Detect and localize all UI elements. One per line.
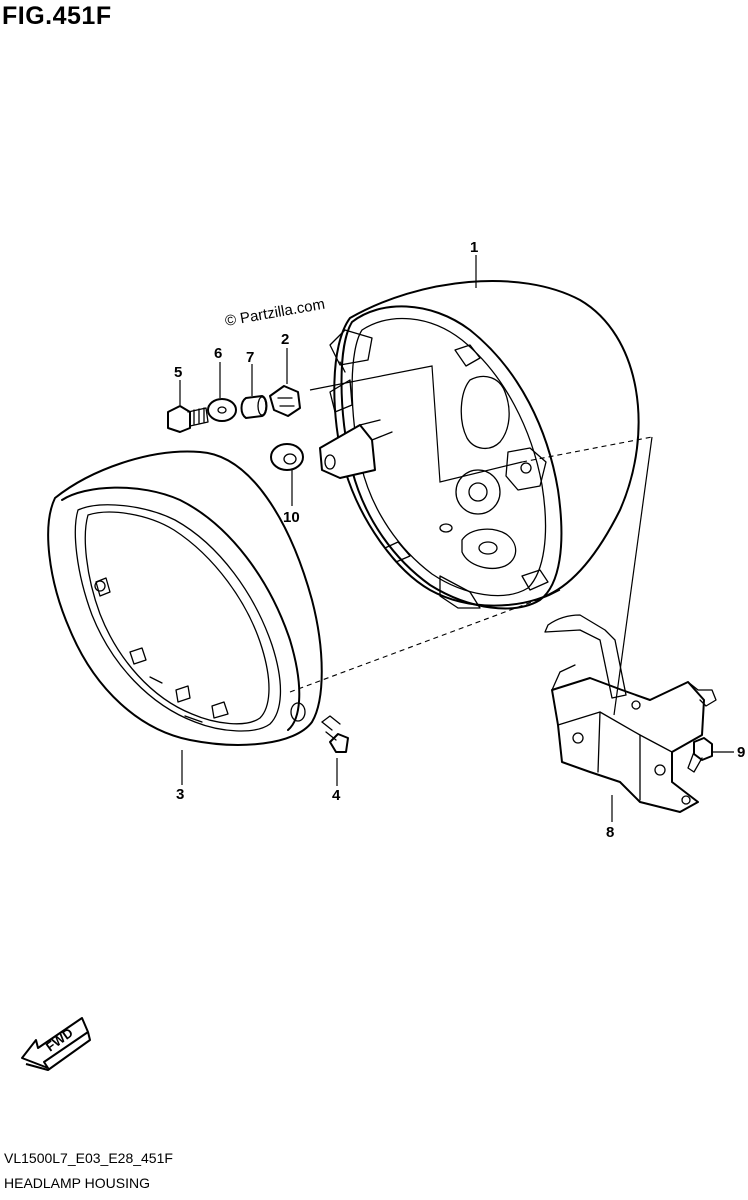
headlamp-rim-part bbox=[47, 450, 323, 746]
section-name: HEADLAMP HOUSING bbox=[4, 1175, 150, 1191]
callout-1: 1 bbox=[470, 239, 478, 256]
callout-4: 4 bbox=[332, 787, 341, 804]
forward-arrow-icon bbox=[21, 1017, 89, 1069]
bolt-9-part bbox=[687, 737, 713, 773]
fwd-badge: FWD bbox=[21, 1017, 91, 1071]
callout-7: 7 bbox=[246, 349, 254, 366]
callout-10: 10 bbox=[283, 509, 300, 526]
callout-3: 3 bbox=[176, 786, 184, 803]
callout-labels: 1 2 3 4 5 6 7 8 9 10 bbox=[174, 239, 745, 841]
collar-7-part bbox=[240, 395, 268, 419]
watermark: © Partzilla.com bbox=[224, 296, 326, 330]
callout-9: 9 bbox=[737, 744, 745, 761]
screw-4-part bbox=[321, 715, 349, 753]
callout-5: 5 bbox=[174, 364, 182, 381]
figure-title: FIG.451F bbox=[2, 2, 112, 30]
nut-2-part bbox=[269, 385, 301, 417]
callout-2: 2 bbox=[281, 331, 289, 348]
assembly-lines bbox=[289, 365, 653, 716]
bracket-part bbox=[544, 614, 717, 813]
callout-leaders bbox=[179, 255, 734, 822]
bolt-5-part bbox=[167, 405, 209, 433]
washer-6-part bbox=[207, 398, 237, 422]
model-code: VL1500L7_E03_E28_451F bbox=[4, 1150, 173, 1166]
headlamp-housing-part bbox=[319, 280, 640, 610]
callout-8: 8 bbox=[606, 824, 614, 841]
cushion-10-part bbox=[270, 443, 304, 471]
callout-6: 6 bbox=[214, 345, 222, 362]
